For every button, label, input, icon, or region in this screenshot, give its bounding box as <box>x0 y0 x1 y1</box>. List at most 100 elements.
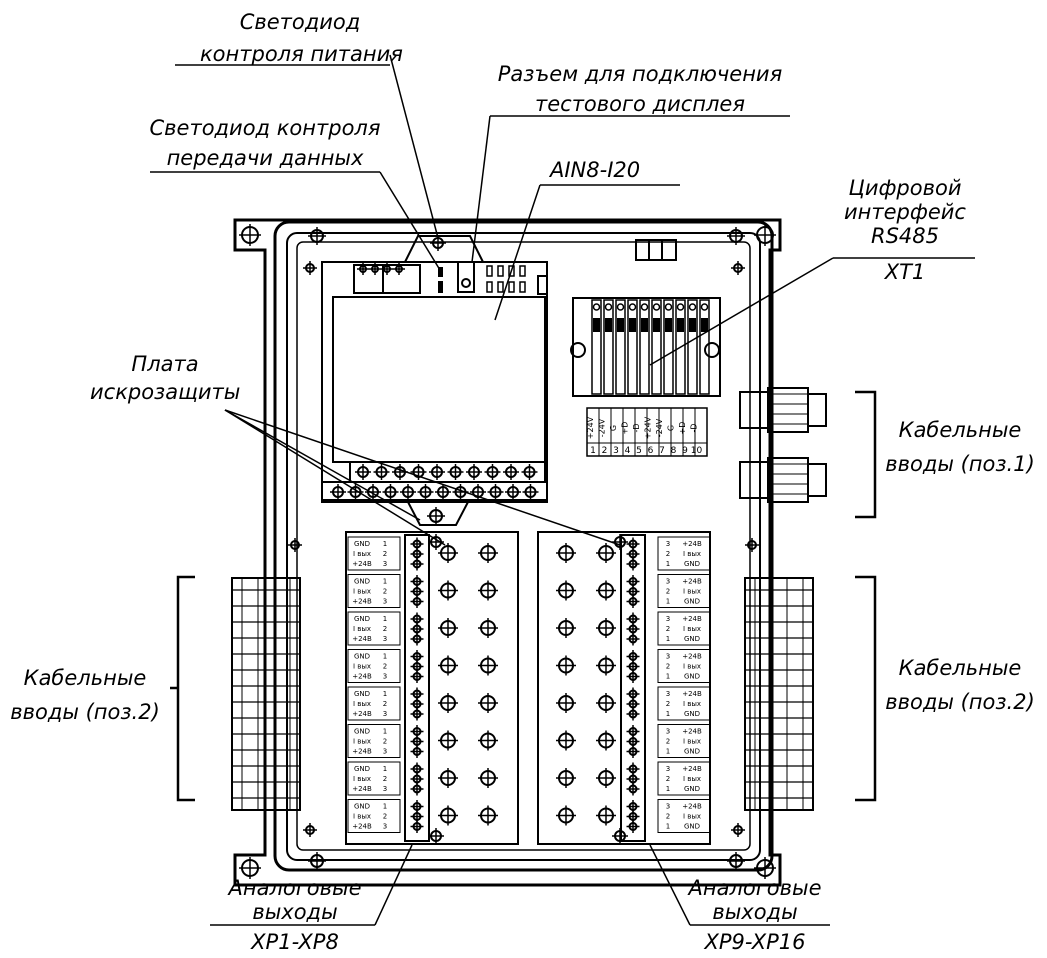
xt1-mark-7 <box>677 318 684 332</box>
xt1-screw-2 <box>616 303 625 311</box>
analog-outputs-right-label: Аналоговые выходы XP9-XP16 <box>675 876 835 954</box>
xt1-screw-3 <box>628 303 637 311</box>
xt1-signal-1: -24V <box>598 418 607 437</box>
left-output-board <box>345 531 519 845</box>
left-pin-num-3-2: 3 <box>383 673 387 681</box>
display-connector-label-line2: тестового дисплея <box>535 92 745 116</box>
right-pin-label-3-1: I вых <box>683 663 701 671</box>
right-block-0 <box>657 536 711 571</box>
xt1-screw-1 <box>604 303 613 311</box>
right-pin-num-7-0: 3 <box>666 803 670 811</box>
barrier-board-line1: Плата <box>131 352 199 376</box>
right-pin-label-5-1: I вых <box>683 738 701 746</box>
right-pin-label-4-0: +24В <box>682 690 702 698</box>
left-block-7 <box>347 799 401 833</box>
right-pin-label-6-2: GND <box>684 785 700 793</box>
barrier-board-label: Плата искрозащиты <box>90 352 240 404</box>
left-pin-label-6-2: +24В <box>352 785 372 793</box>
right-block-7 <box>657 799 711 833</box>
display-connector-label-line1: Разъем для подключения <box>497 62 783 86</box>
right-pin-label-3-2: GND <box>684 673 700 681</box>
left-terminal-column <box>404 534 430 842</box>
left-pin-label-2-2: +24В <box>352 635 372 643</box>
left-pin-num-7-1: 2 <box>383 813 387 821</box>
left-block-0 <box>347 536 401 571</box>
xt1-screw-4 <box>640 303 649 311</box>
analog-outputs-left-label: Аналоговые выходы XP1-XP8 <box>215 876 375 954</box>
analog-outputs-left-line3: XP1-XP8 <box>251 930 339 954</box>
right-pin-label-7-2: GND <box>684 823 700 831</box>
xt1-mark-8 <box>689 318 696 332</box>
right-terminal-column <box>620 534 646 842</box>
left-pin-label-4-1: I вых <box>353 700 371 708</box>
left-pin-num-4-0: 1 <box>383 690 387 698</box>
left-pin-num-5-0: 1 <box>383 728 387 736</box>
right-pin-label-2-0: +24В <box>682 615 702 623</box>
right-pin-label-5-2: GND <box>684 748 700 756</box>
xt1-screw-6 <box>664 303 673 311</box>
leader-barrier-3 <box>224 409 421 521</box>
left-pin-num-7-0: 1 <box>383 803 387 811</box>
bracket-right-pos2 <box>855 575 877 802</box>
left-pin-label-2-1: I вых <box>353 625 371 633</box>
xt1-strip-5 <box>651 299 662 395</box>
xt1-signal-4: -D <box>632 423 641 432</box>
board-bottom-tab <box>407 501 469 526</box>
left-pin-num-3-0: 1 <box>383 653 387 661</box>
right-pin-label-4-1: I вых <box>683 700 701 708</box>
enclosure-inner-wall <box>273 220 774 872</box>
power-led-label: Светодиод контроля питания <box>200 10 403 66</box>
left-pin-num-1-0: 1 <box>383 578 387 586</box>
right-pin-num-3-0: 3 <box>666 653 670 661</box>
leader-barrier-1 <box>224 409 446 546</box>
right-pin-num-3-2: 1 <box>666 673 670 681</box>
right-pin-label-6-0: +24В <box>682 765 702 773</box>
left-pin-label-2-0: GND <box>354 615 370 623</box>
analog-outputs-left-line1: Аналоговые <box>228 876 362 900</box>
left-pin-num-6-2: 3 <box>383 785 387 793</box>
right-pin-num-2-2: 1 <box>666 635 670 643</box>
module-name-label: AIN8-I20 <box>550 158 641 182</box>
left-pin-num-0-0: 1 <box>383 540 387 548</box>
left-pin-num-2-2: 3 <box>383 635 387 643</box>
left-pin-num-2-0: 1 <box>383 615 387 623</box>
right-pin-label-0-1: I вых <box>683 550 701 558</box>
left-pin-num-5-1: 2 <box>383 738 387 746</box>
left-pin-num-4-1: 2 <box>383 700 387 708</box>
display-connector-pin <box>461 278 471 288</box>
gland-pos2-body-0 <box>231 577 301 811</box>
left-pin-label-4-2: +24В <box>352 710 372 718</box>
cable-inputs-pos2-right-line1: Кабельные <box>898 656 1022 680</box>
right-pin-label-4-2: GND <box>684 710 700 718</box>
enclosure-outline <box>233 218 782 887</box>
left-pin-label-6-0: GND <box>354 765 370 773</box>
xt1-mark-1 <box>605 318 612 332</box>
left-block-3 <box>347 649 401 683</box>
right-pin-num-3-1: 2 <box>666 663 670 671</box>
right-pin-num-4-2: 1 <box>666 710 670 718</box>
gland-pos1-nut-1 <box>767 457 809 503</box>
xt1-strip-4 <box>639 299 650 395</box>
display-connector <box>457 261 475 293</box>
right-pin-label-6-1: I вых <box>683 775 701 783</box>
right-pin-label-7-1: I вых <box>683 813 701 821</box>
data-led-label-line2: передачи данных <box>166 146 364 170</box>
left-pin-label-5-1: I вых <box>353 738 371 746</box>
right-block-3 <box>657 649 711 683</box>
xt1-screw-7 <box>676 303 685 311</box>
leader-out-right <box>649 844 691 926</box>
leader-data-led-2 <box>379 171 441 271</box>
left-pin-label-7-2: +24В <box>352 823 372 831</box>
right-pin-num-4-0: 3 <box>666 690 670 698</box>
right-pin-num-5-1: 2 <box>666 738 670 746</box>
xt1-number-0: 1 <box>590 446 596 456</box>
left-pin-label-4-0: GND <box>354 690 370 698</box>
right-pin-num-0-0: 3 <box>666 540 670 548</box>
xt1-mark-5 <box>653 318 660 332</box>
xt1-strip-1 <box>603 299 614 395</box>
analog-outputs-right-line1: Аналоговые <box>688 876 822 900</box>
xt1-number-8: 9 <box>682 446 688 456</box>
left-pin-num-6-1: 2 <box>383 775 387 783</box>
left-pin-num-5-2: 3 <box>383 748 387 756</box>
